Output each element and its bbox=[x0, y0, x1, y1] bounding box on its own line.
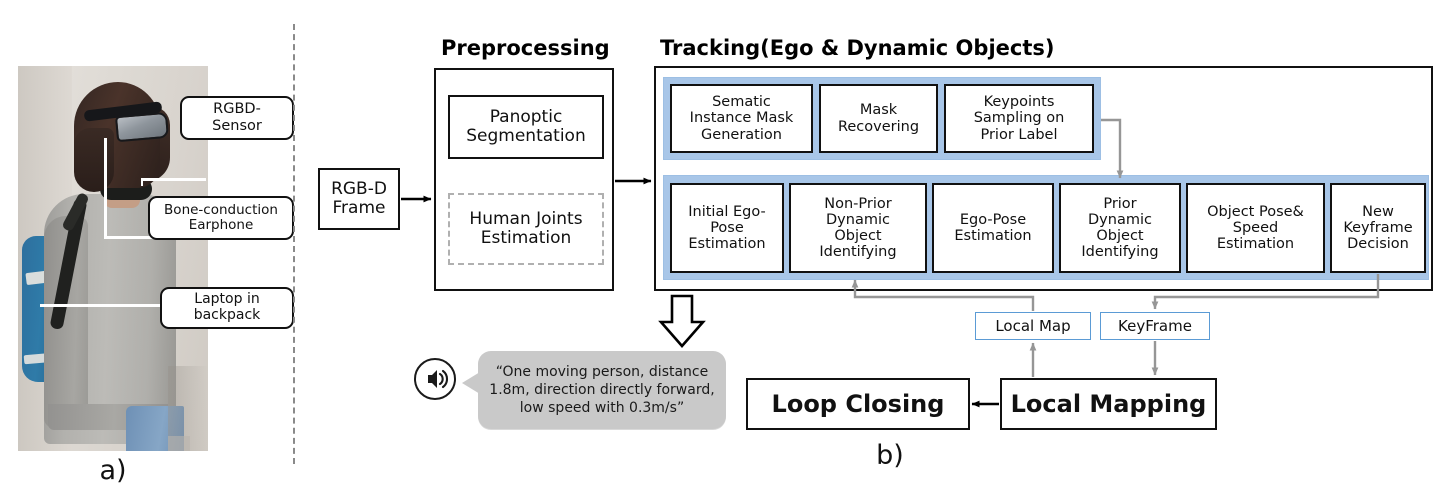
rgbd-frame-block: RGB-D Frame bbox=[318, 168, 400, 230]
callout-rgbd-line2: Sensor bbox=[212, 118, 262, 134]
human-joints-line1: Human Joints bbox=[469, 208, 583, 229]
r1b0-l2: Generation bbox=[701, 126, 782, 143]
block-ego-pose-estimation: Ego-Pose Estimation bbox=[932, 183, 1054, 273]
r2b3-l3: Identifying bbox=[1081, 244, 1159, 261]
r1b0-l1: Instance Mask bbox=[689, 110, 794, 127]
callout-bone-conduction-earphone: Bone-conduction Earphone bbox=[148, 196, 294, 240]
callout-laptop-line2: backpack bbox=[193, 307, 261, 323]
r2b4-l1: Speed bbox=[1232, 219, 1279, 236]
rgbd-frame-line2: Frame bbox=[332, 198, 386, 218]
speech-bubble-tail bbox=[462, 372, 480, 394]
speech-bubble: “One moving person, distance 1.8m, direc… bbox=[478, 351, 726, 429]
block-initial-ego-pose-estimation: Initial Ego- Pose Estimation bbox=[670, 183, 784, 273]
panel-divider bbox=[293, 24, 295, 464]
r1b1-l0: Mask bbox=[859, 102, 898, 119]
leader-earphone-vert bbox=[104, 138, 107, 238]
r2b0-l1: Pose bbox=[710, 219, 744, 236]
r2b1-l1: Dynamic bbox=[826, 211, 890, 228]
human-joints-line2: Estimation bbox=[480, 228, 572, 248]
r2b4-l0: Object Pose& bbox=[1207, 203, 1304, 220]
leader-rgbd-vert bbox=[141, 178, 143, 186]
r2b1-l0: Non-Prior bbox=[824, 195, 892, 212]
panoptic-line2: Segmentation bbox=[466, 126, 586, 146]
r2b4-l2: Estimation bbox=[1216, 236, 1295, 253]
block-sematic-instance-mask-generation: Sematic Instance Mask Generation bbox=[670, 84, 813, 153]
r2b3-l0: Prior bbox=[1103, 195, 1137, 212]
rgbd-sensor-lens bbox=[114, 111, 170, 143]
panoptic-line1: Panoptic bbox=[489, 106, 563, 127]
r2b2-l1: Estimation bbox=[954, 228, 1032, 244]
block-new-keyframe-decision: New Keyframe Decision bbox=[1330, 183, 1426, 273]
r2b1-l2: Object bbox=[834, 228, 882, 244]
tracking-title: Tracking(Ego & Dynamic Objects) bbox=[660, 36, 1055, 60]
r2b0-l0: Initial Ego- bbox=[688, 203, 766, 220]
block-object-pose-speed-estimation: Object Pose& Speed Estimation bbox=[1186, 183, 1325, 273]
block-non-prior-dynamic-object-identifying: Non-Prior Dynamic Object Identifying bbox=[789, 183, 927, 273]
block-keypoints-sampling-on-prior-label: Keypoints Sampling on Prior Label bbox=[944, 84, 1094, 153]
person-hair-side bbox=[74, 128, 114, 192]
speech-bubble-text: “One moving person, distance 1.8m, direc… bbox=[489, 363, 715, 417]
r1b2-l0: Keypoints bbox=[983, 94, 1055, 111]
r1b0-l0: Sematic bbox=[712, 94, 771, 111]
callout-laptop-in-backpack: Laptop in backpack bbox=[160, 287, 294, 329]
r2b3-l2: Object bbox=[1096, 228, 1144, 244]
preprocessing-title: Preprocessing bbox=[441, 36, 610, 60]
r2b2-l0: Ego-Pose bbox=[959, 211, 1027, 228]
r1b1-l1: Recovering bbox=[837, 118, 920, 135]
panoptic-segmentation-block: Panoptic Segmentation bbox=[448, 95, 604, 159]
r2b0-l2: Estimation bbox=[688, 236, 766, 253]
callout-laptop-line1: Laptop in bbox=[194, 291, 260, 308]
local-mapping-block: Local Mapping bbox=[1000, 378, 1217, 430]
leader-laptop-horiz bbox=[40, 304, 208, 307]
r1b2-l1: Sampling on bbox=[973, 110, 1065, 127]
block-mask-recovering: Mask Recovering bbox=[819, 84, 938, 153]
subject-photo bbox=[18, 66, 208, 451]
r2b5-l1: Keyframe bbox=[1343, 219, 1413, 236]
leader-rgbd-horiz bbox=[141, 178, 206, 181]
callout-earphone-line2: Earphone bbox=[188, 217, 254, 233]
block-prior-dynamic-object-identifying: Prior Dynamic Object Identifying bbox=[1059, 183, 1181, 273]
keyframe-store: KeyFrame bbox=[1100, 312, 1210, 340]
r2b5-l0: New bbox=[1362, 203, 1394, 220]
callout-rgbd-line1: RGBD- bbox=[213, 101, 261, 118]
local-map-store: Local Map bbox=[975, 312, 1091, 340]
r2b1-l3: Identifying bbox=[819, 244, 897, 261]
callout-earphone-line1: Bone-conduction bbox=[164, 201, 278, 218]
loop-closing-block: Loop Closing bbox=[746, 378, 970, 430]
photo-floor-shade bbox=[168, 436, 190, 451]
r2b5-l2: Decision bbox=[1347, 236, 1409, 253]
panel-b-caption: b) bbox=[876, 440, 904, 471]
speaker-waves-icon bbox=[414, 358, 456, 400]
human-joints-estimation-block: Human Joints Estimation bbox=[448, 193, 604, 265]
rgbd-frame-line1: RGB-D bbox=[331, 178, 387, 199]
r1b2-l2: Prior Label bbox=[980, 126, 1058, 143]
callout-rgbd-sensor: RGBD- Sensor bbox=[180, 96, 294, 140]
r2b3-l1: Dynamic bbox=[1088, 211, 1152, 228]
panel-a-caption: a) bbox=[99, 455, 127, 486]
